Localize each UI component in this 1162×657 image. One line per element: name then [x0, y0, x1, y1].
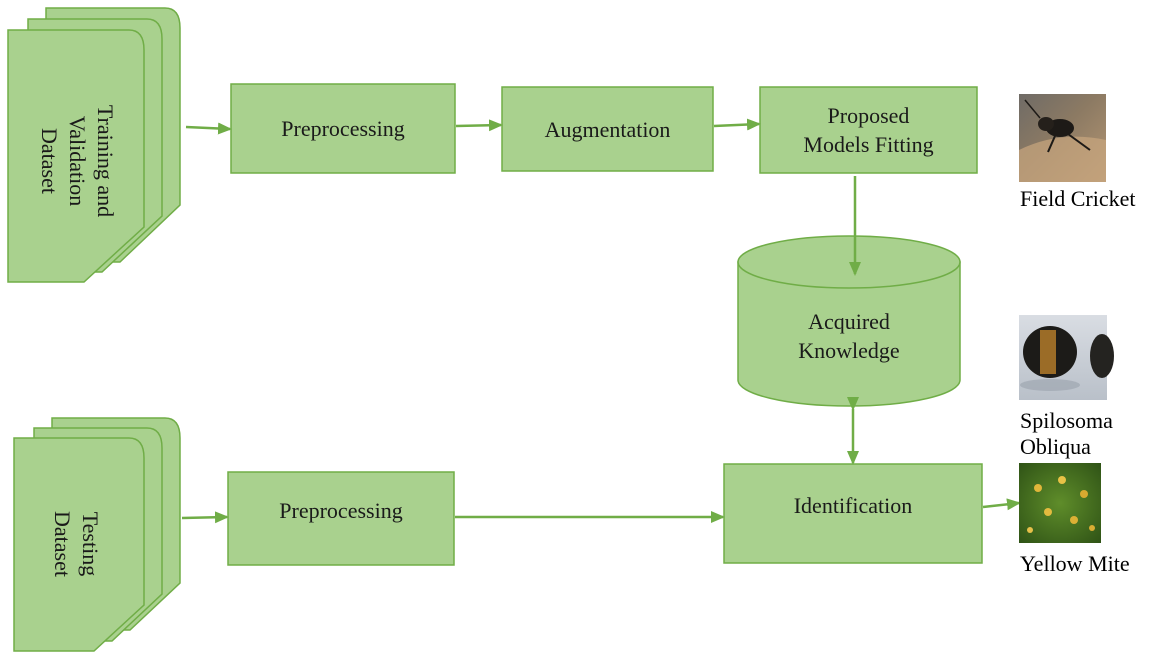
spilosoma-caption: Spilosoma Obliqua [1020, 408, 1113, 459]
yellow-mite-image [1019, 463, 1101, 543]
preprocess-bottom-box [227, 471, 455, 566]
arrow-identification-to-output [982, 498, 1021, 511]
test-dataset-stack [13, 417, 181, 652]
model-fitting-label: Proposed Models Fitting [803, 103, 934, 157]
preprocess-bottom-label: Preprocessing [279, 498, 403, 523]
arrow-train-to-preprocess [185, 122, 232, 135]
arrow-augmentation-to-fitting [713, 118, 761, 131]
augmentation-box [501, 86, 714, 172]
spilosoma-obliqua-image [1019, 315, 1114, 400]
arrow-preprocess-to-augmentation [455, 119, 503, 132]
yellow-mite-caption: Yellow Mite [1020, 551, 1130, 576]
augmentation-label: Augmentation [544, 116, 671, 142]
model-fitting-box [759, 86, 978, 174]
preprocess-top-box [230, 83, 456, 174]
arrow-test-to-preprocess [181, 511, 229, 524]
field-cricket-image [1019, 94, 1106, 182]
train-dataset-stack [7, 7, 181, 283]
identification-label: Identification [793, 493, 913, 518]
train-dataset-label: Training and Validation Dataset [37, 104, 118, 218]
test-dataset-label: Testing Dataset [50, 511, 103, 577]
knowledge-label: Acquired Knowledge [798, 309, 900, 363]
preprocess-top-label: Preprocessing [281, 116, 405, 141]
train-card-front [7, 29, 145, 283]
test-card-front [13, 437, 145, 652]
field-cricket-caption: Field Cricket [1020, 186, 1136, 211]
